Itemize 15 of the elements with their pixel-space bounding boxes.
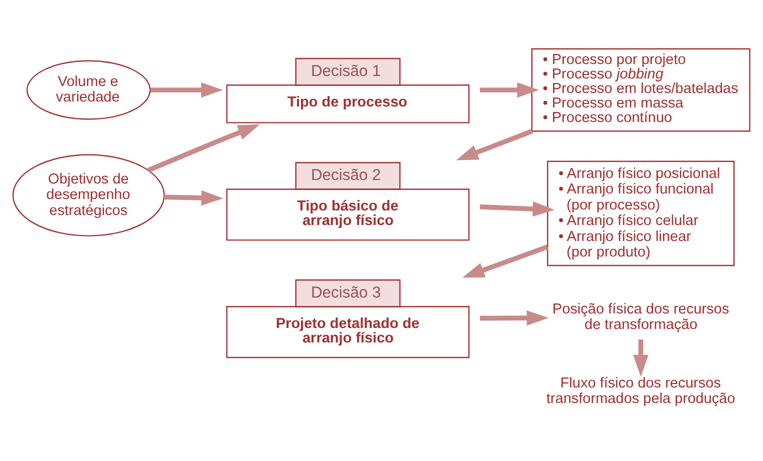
node-text: Posição física dos recursos de transformação: [552, 300, 730, 333]
node-ellipse: Objetivos de desempenho estratégicos: [12, 154, 165, 236]
node-ellipse: Volume e variedade: [26, 60, 151, 120]
arrow: [456, 128, 533, 160]
node-text: Fluxo físico dos recursos transformados pela produção: [546, 374, 736, 406]
arrow: [462, 244, 548, 278]
arrow: [147, 124, 260, 172]
arrow: [480, 310, 549, 326]
arrow: [633, 338, 648, 376]
node-box: • Arranjo físico posicional • Arranjo físico funcional (por processo) • Arranjo físico celular • Arranjo físico linear (por produto): [546, 160, 735, 266]
arrow: [164, 190, 224, 206]
arrow: [480, 82, 539, 98]
node-box: • Processo por projeto • Processo jobbing • Processo em lotes/bateladas • Processo em massa • Processo contínuo: [531, 48, 750, 132]
arrow: [480, 200, 555, 216]
arrow: [150, 82, 223, 98]
